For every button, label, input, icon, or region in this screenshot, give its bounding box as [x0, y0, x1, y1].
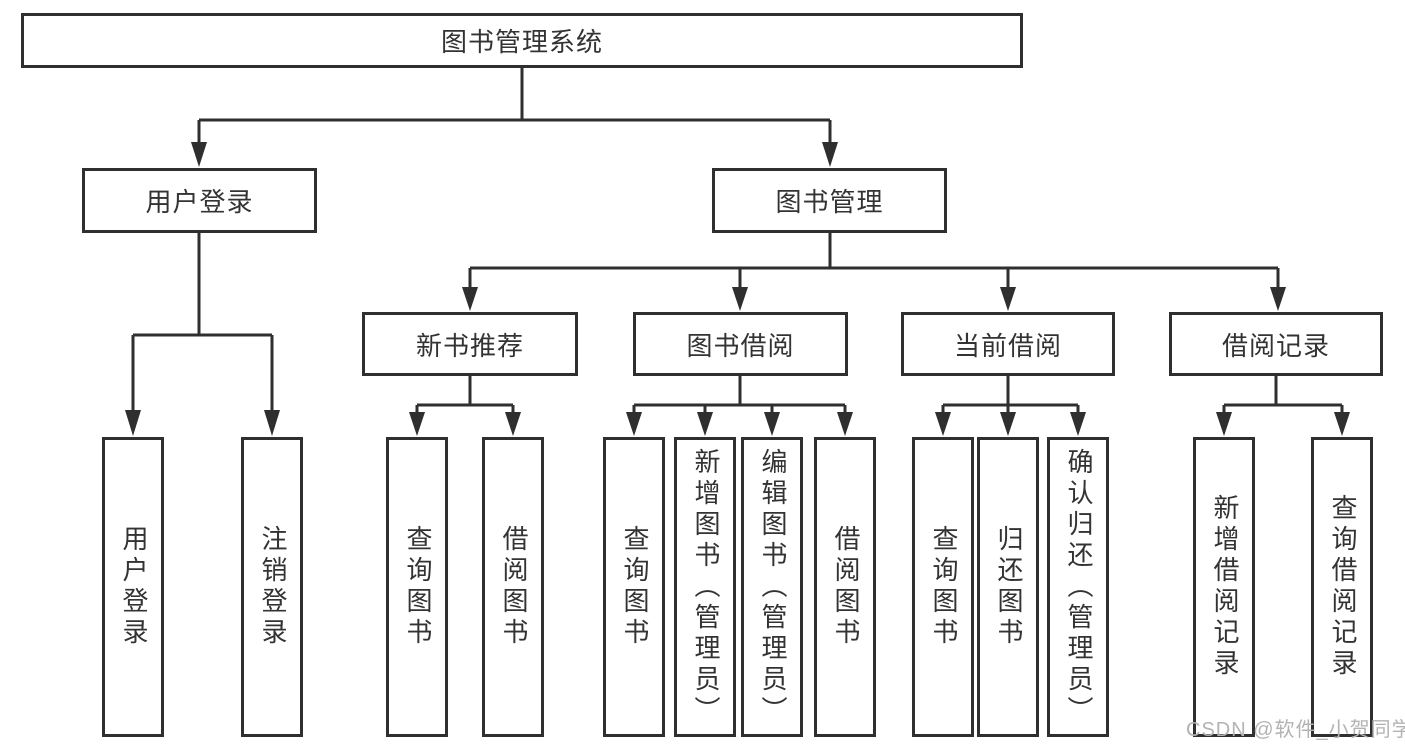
- leaf-current-confirm-return-admin: 确认归还（管理员）: [1047, 437, 1109, 737]
- connector-current-to-leaves: [941, 376, 1080, 415]
- node-label: 查询图书: [619, 525, 650, 649]
- leaf-current-query-books: 查询图书: [912, 437, 974, 737]
- leaf-borrow-query-books: 查询图书: [603, 437, 665, 737]
- arrowheads: [125, 142, 1350, 436]
- arrow-icon: [191, 142, 207, 167]
- node-root: 图书管理系统: [21, 13, 1023, 68]
- node-current-borrow: 当前借阅: [901, 312, 1115, 376]
- leaf-borrow-borrow-books: 借阅图书: [814, 437, 876, 737]
- leaf-user-login: 用户登录: [102, 437, 164, 737]
- node-book-management: 图书管理: [712, 168, 947, 233]
- arrow-icon: [1000, 412, 1016, 436]
- arrow-icon: [462, 287, 478, 311]
- node-label: 注销登录: [257, 525, 288, 649]
- arrow-icon: [732, 287, 748, 311]
- leaf-borrow-edit-books-admin: 编辑图书（管理员）: [741, 437, 803, 737]
- arrow-icon: [1270, 287, 1286, 311]
- node-label: 图书管理: [775, 187, 884, 217]
- arrow-icon: [1216, 412, 1232, 436]
- leaf-records-query-record: 查询借阅记录: [1311, 437, 1373, 737]
- arrow-icon: [764, 412, 780, 436]
- arrow-icon: [822, 142, 838, 167]
- node-label: 确认归还（管理员）: [1063, 447, 1094, 727]
- arrow-icon: [697, 412, 713, 436]
- arrow-icon: [264, 410, 280, 436]
- node-book-borrow: 图书借阅: [633, 312, 848, 376]
- node-label: 新书推荐: [415, 330, 524, 361]
- leaf-records-add-record: 新增借阅记录: [1193, 437, 1255, 737]
- node-label: 图书借阅: [686, 330, 795, 361]
- node-label: 编辑图书（管理员）: [757, 447, 788, 727]
- node-label: 图书管理系统: [440, 27, 603, 57]
- node-label: 借阅图书: [498, 525, 529, 649]
- node-label: 新增图书（管理员）: [690, 447, 721, 727]
- connector-borrow-to-leaves: [632, 376, 847, 415]
- arrow-icon: [409, 412, 425, 436]
- node-new-book-recommend: 新书推荐: [362, 312, 578, 376]
- leaf-newbook-borrow-books: 借阅图书: [482, 437, 544, 737]
- node-label: 当前借阅: [953, 330, 1062, 361]
- arrow-icon: [1000, 287, 1016, 311]
- node-label: 查询图书: [402, 525, 433, 649]
- arrow-icon: [1070, 412, 1086, 436]
- connector-records-to-leaves: [1222, 376, 1344, 415]
- node-label: 新增借阅记录: [1209, 494, 1240, 680]
- node-label: 用户登录: [118, 525, 149, 649]
- arrow-icon: [125, 410, 141, 436]
- node-label: 查询图书: [928, 525, 959, 649]
- leaf-current-return-books: 归还图书: [977, 437, 1039, 737]
- node-label: 归还图书: [993, 525, 1024, 649]
- node-label: 查询借阅记录: [1327, 494, 1358, 680]
- arrow-icon: [505, 412, 521, 436]
- node-label: 用户登录: [145, 187, 254, 217]
- leaf-logout-login: 注销登录: [241, 437, 303, 737]
- connector-userlogin-to-leaves: [131, 233, 274, 413]
- leaf-newbook-query-books: 查询图书: [386, 437, 448, 737]
- watermark: CSDN @软件_小贺同学: [1186, 719, 1405, 741]
- arrow-icon: [626, 412, 642, 436]
- connector-root-to-level2: [197, 68, 832, 146]
- node-user-login: 用户登录: [82, 168, 317, 233]
- node-label: 借阅图书: [830, 525, 861, 649]
- leaf-borrow-add-books-admin: 新增图书（管理员）: [674, 437, 736, 737]
- connector-newbook-to-leaves: [415, 376, 515, 415]
- arrow-icon: [935, 412, 951, 436]
- arrow-icon: [837, 412, 853, 436]
- connector-bookmgmt-to-level3: [468, 233, 1280, 291]
- node-borrow-records: 借阅记录: [1169, 312, 1383, 376]
- arrow-icon: [1334, 412, 1350, 436]
- node-label: 借阅记录: [1221, 330, 1330, 361]
